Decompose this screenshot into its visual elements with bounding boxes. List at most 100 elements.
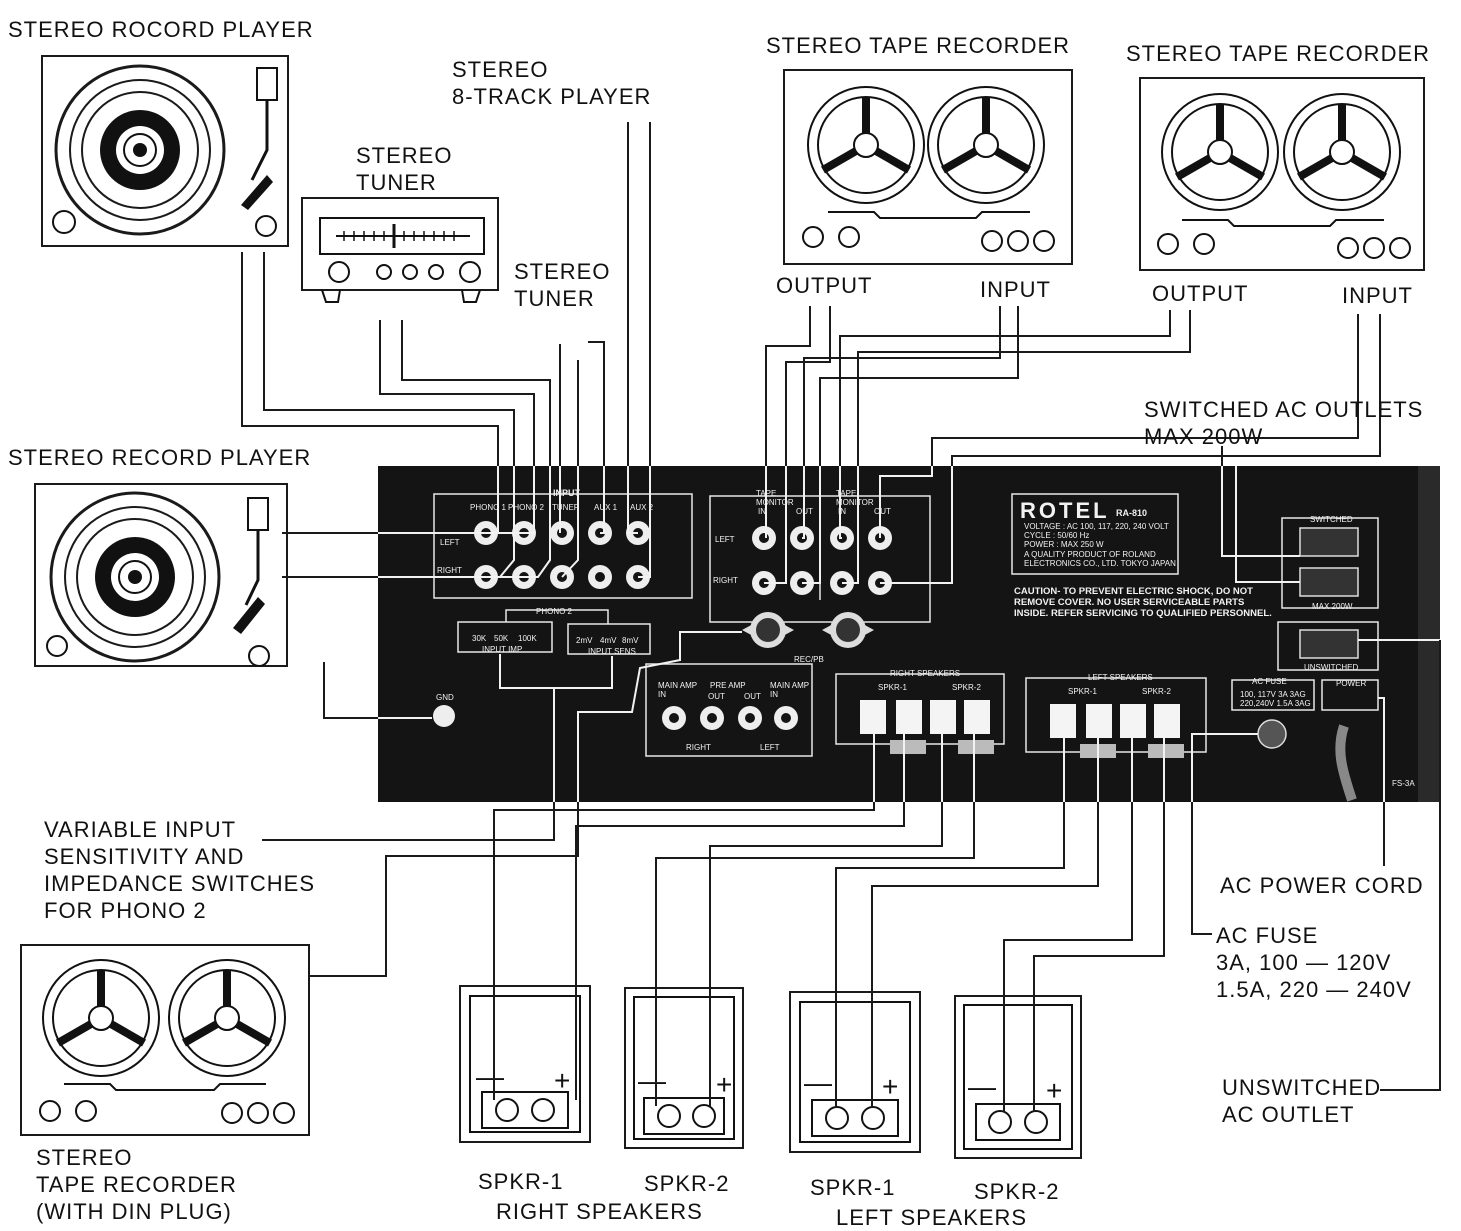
- svg-text:INPUT IMP: INPUT IMP: [482, 645, 522, 654]
- terminal-plus: +: [554, 1065, 570, 1096]
- label-stereo-tuner-1: STEREO TUNER: [356, 143, 453, 195]
- label-spkr2-left: SPKR-2: [974, 1179, 1060, 1204]
- svg-text:2mV: 2mV: [576, 636, 593, 645]
- svg-text:AC FUSE: AC FUSE: [1252, 677, 1287, 686]
- svg-text:CYCLE : 50/60 Hz: CYCLE : 50/60 Hz: [1024, 531, 1089, 540]
- svg-text:FS-3A: FS-3A: [1392, 779, 1415, 788]
- svg-text:SPKR-2: SPKR-2: [1142, 687, 1171, 696]
- label-input-1: INPUT: [980, 277, 1051, 302]
- rca-jacks-preamp[interactable]: [662, 706, 798, 730]
- record-player-mid: [34, 483, 288, 667]
- label-unswitched-ac-outlet: UNSWITCHED AC OUTLET: [1222, 1075, 1382, 1127]
- svg-text:PRE AMP: PRE AMP: [710, 681, 746, 690]
- svg-text:GND: GND: [436, 693, 454, 702]
- svg-text:ELECTRONICS CO., LTD. TOK: ELECTRONICS CO., LTD. TOKYO JAPAN: [1024, 559, 1176, 568]
- terminal-minus: —: [968, 1071, 996, 1102]
- label-record-player-top: STEREO ROCORD PLAYER: [8, 17, 314, 42]
- svg-text:30K: 30K: [472, 634, 487, 643]
- terminal-minus: —: [638, 1065, 666, 1096]
- label-output-1: OUTPUT: [776, 273, 873, 298]
- tape-recorder-din: [20, 944, 310, 1136]
- svg-text:SPKR-2: SPKR-2: [952, 683, 981, 692]
- unswitched-outlet[interactable]: [1299, 629, 1359, 659]
- svg-text:50K: 50K: [494, 634, 509, 643]
- switched-outlets[interactable]: [1299, 527, 1359, 597]
- panel-input: INPUT: [553, 488, 581, 498]
- gnd-terminal[interactable]: [433, 705, 455, 727]
- speaker-left-2: — +: [954, 995, 1082, 1159]
- svg-text:REMOVE COVER. NO USER SERVICEA: REMOVE COVER. NO USER SERVICEABLE PARTS: [1014, 597, 1244, 608]
- terminal-plus: +: [1046, 1075, 1062, 1106]
- svg-text:IN: IN: [838, 507, 846, 516]
- tape-recorder-1: [783, 69, 1073, 265]
- label-input-2: INPUT: [1342, 283, 1413, 308]
- svg-text:LEFT: LEFT: [715, 535, 735, 544]
- svg-text:UNSWITCHED: UNSWITCHED: [1304, 663, 1358, 672]
- svg-text:VOLTAGE : AC 100, 117, 220, 24: VOLTAGE : AC 100, 117, 220, 240 VOLT: [1024, 522, 1169, 531]
- speaker-left-1: — +: [789, 991, 921, 1153]
- svg-text:CAUTION- TO PREVENT ELECTRIC S: CAUTION- TO PREVENT ELECTRIC SHOCK, DO N…: [1014, 586, 1253, 597]
- svg-text:MAX 200W: MAX 200W: [1312, 602, 1353, 611]
- label-8-track-player: STEREO 8-TRACK PLAYER: [452, 57, 652, 109]
- svg-text:LEFT SPEAKERS: LEFT SPEAKERS: [1088, 673, 1153, 682]
- rca-jacks-input[interactable]: [474, 521, 650, 589]
- fuse-holder[interactable]: [1257, 719, 1287, 749]
- label-ac-power-cord: AC POWER CORD: [1220, 873, 1424, 898]
- terminal-minus: —: [476, 1061, 504, 1092]
- label-spkr1-right: SPKR-1: [478, 1169, 564, 1194]
- svg-text:RIGHT SPEAKERS: RIGHT SPEAKERS: [890, 669, 960, 678]
- terminal-plus: +: [716, 1069, 732, 1100]
- label-tape-recorder-din: STEREO TAPE RECORDER (WITH DIN PLUG): [36, 1145, 237, 1224]
- svg-text:100, 117V 3A 3AG: 100, 117V 3A 3AG: [1240, 690, 1306, 699]
- amplifier-rear-panel: INPUT PHONO 1 PHONO 2 TUNER AUX 1 AUX 2 …: [378, 466, 1440, 802]
- svg-text:AUX 1: AUX 1: [594, 503, 618, 512]
- svg-text:IN: IN: [758, 507, 766, 516]
- svg-text:OUT: OUT: [708, 692, 725, 701]
- terminal-minus: —: [804, 1067, 832, 1098]
- speaker-right-1: — +: [459, 985, 591, 1143]
- svg-text:PHONO 2: PHONO 2: [508, 503, 545, 512]
- svg-text:REC/PB: REC/PB: [794, 655, 824, 664]
- rca-jacks-tape[interactable]: [752, 526, 892, 595]
- svg-text:RIGHT: RIGHT: [437, 566, 462, 575]
- svg-text:AUX 2: AUX 2: [630, 503, 654, 512]
- svg-text:100K: 100K: [518, 634, 537, 643]
- svg-text:POWER : MAX 250 W: POWER : MAX 250 W: [1024, 540, 1104, 549]
- svg-text:PHONO 1: PHONO 1: [470, 503, 507, 512]
- svg-text:4mV: 4mV: [600, 636, 617, 645]
- svg-text:A QUALITY PRODUCT OF ROLAND: A QUALITY PRODUCT OF ROLAND: [1024, 550, 1156, 559]
- din-sockets[interactable]: [742, 612, 874, 648]
- wires: [241, 122, 1441, 1112]
- label-ac-fuse: AC FUSE 3A, 100 — 120V 1.5A, 220 — 240V: [1216, 923, 1412, 1002]
- svg-text:RIGHT: RIGHT: [713, 576, 738, 585]
- speaker-right-2: — +: [624, 987, 744, 1149]
- label-switched-ac-outlets: SWITCHED AC OUTLETS MAX 200W: [1144, 397, 1424, 449]
- label-tape-recorder-1: STEREO TAPE RECORDER: [766, 33, 1071, 58]
- svg-text:POWER: POWER: [1336, 679, 1366, 688]
- label-record-player-mid: STEREO RECORD PLAYER: [8, 445, 312, 470]
- label-tape-recorder-2: STEREO TAPE RECORDER: [1126, 41, 1431, 66]
- svg-text:OUT: OUT: [744, 692, 761, 701]
- svg-text:SWITCHED: SWITCHED: [1310, 515, 1353, 524]
- svg-text:8mV: 8mV: [622, 636, 639, 645]
- tape-recorder-2: [1139, 77, 1425, 271]
- stereo-tuner: [301, 197, 499, 303]
- svg-text:220,240V 1.5A 3AG: 220,240V 1.5A 3AG: [1240, 699, 1311, 708]
- label-right-speakers: RIGHT SPEAKERS: [496, 1199, 703, 1224]
- svg-text:SPKR-1: SPKR-1: [878, 683, 907, 692]
- terminal-plus: +: [882, 1071, 898, 1102]
- svg-text:PHONO 2: PHONO 2: [536, 607, 573, 616]
- svg-text:OUT: OUT: [874, 507, 891, 516]
- record-player-top: [41, 55, 289, 247]
- label-left-speakers: LEFT SPEAKERS: [836, 1205, 1028, 1230]
- svg-text:INPUT SENS: INPUT SENS: [588, 647, 636, 656]
- svg-text:RIGHT: RIGHT: [686, 743, 711, 752]
- brand-name: ROTEL: [1020, 498, 1110, 523]
- svg-text:LEFT: LEFT: [440, 538, 460, 547]
- label-spkr1-left: SPKR-1: [810, 1175, 896, 1200]
- svg-text:SPKR-1: SPKR-1: [1068, 687, 1097, 696]
- label-variable-input: VARIABLE INPUT SENSITIVITY AND IMPEDANCE…: [44, 817, 316, 923]
